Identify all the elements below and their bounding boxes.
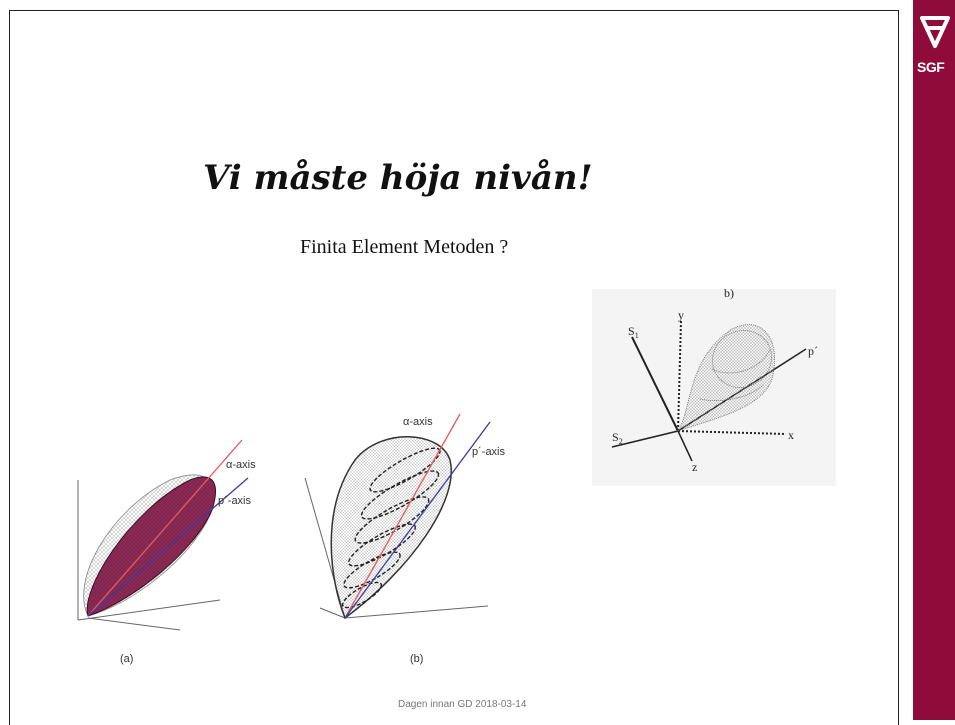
figure-a: α-axis p´-axis (a) [70,439,310,670]
axis-horizontal [344,605,489,619]
axis-depth [319,607,346,619]
z-label: z [692,460,697,474]
figure-b-diagram: α-axis p´-axis (b) [304,413,506,665]
sgf-logo: SGF [914,14,955,76]
figure-a-diagram: α-axis p´-axis (a) [77,439,256,665]
cross-sections [341,447,441,609]
y-axis [677,320,682,432]
brand-bar [913,0,955,720]
slide-frame [9,10,899,725]
y-label: y [678,308,684,322]
p-axis-line [87,477,249,617]
slide-footer: Dagen innan GD 2018-03-14 [398,699,527,710]
s1-label: S1 [628,324,639,340]
yield-surface [677,324,775,432]
logo-text: SGF [917,59,945,75]
axis-depth [87,617,181,631]
p-axis-label: p´-axis [472,446,506,458]
figure-c-caption: b) [724,289,734,300]
p-label: p´ [808,344,818,358]
alpha-axis-label: α-axis [403,416,433,428]
slide-title: Vi måste höja nivån! [203,158,593,198]
alpha-axis-line [87,439,243,617]
slide-subtitle: Finita Element Metoden ? [300,236,509,258]
alpha-axis-label: α-axis [226,459,256,471]
p-axis-label: p´-axis [218,495,252,507]
figure-c: b) S1 S2 y x z p´ [592,286,836,486]
p-axis-line [344,421,491,619]
z-axis [677,430,693,462]
s2-axis [611,430,679,448]
figure-c-diagram: b) S1 S2 y x z p´ [611,286,818,474]
surface-sections [699,330,772,401]
s1-axis [631,336,679,432]
x-axis [677,430,787,435]
alpha-axis-line [344,413,461,619]
yield-surface [330,436,452,620]
figure-a-caption: (a) [120,653,133,665]
s2-label: S2 [612,430,623,446]
x-label: x [788,428,794,442]
figure-b: α-axis p´-axis (b) [300,400,525,670]
figure-b-caption: (b) [410,653,423,665]
triangle-logo-icon [920,16,950,48]
axis-horizontal [77,599,221,621]
